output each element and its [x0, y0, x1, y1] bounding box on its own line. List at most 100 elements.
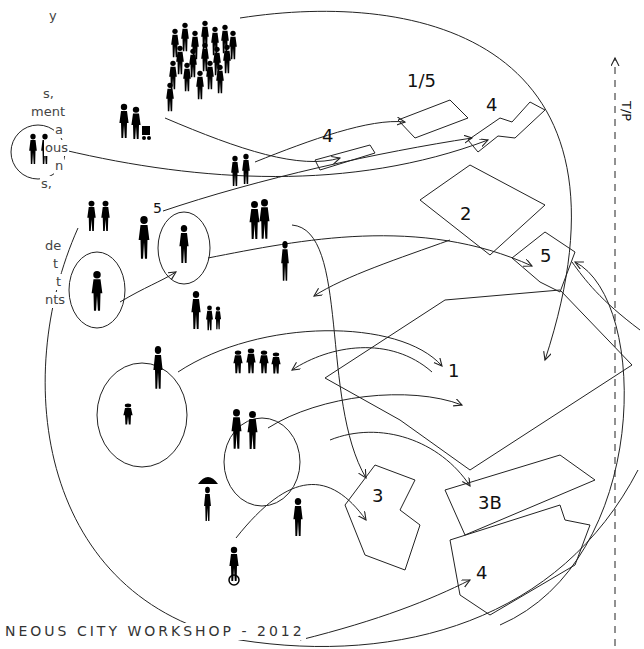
plot-number: 3B: [478, 492, 502, 513]
person: [242, 154, 250, 184]
plot-number: 4: [322, 125, 333, 146]
person: [196, 71, 204, 100]
plot-shape: 2: [415, 160, 550, 260]
person: [223, 45, 231, 73]
plot-outline: [310, 122, 380, 174]
plot-shape: 1: [320, 285, 638, 475]
person: [139, 216, 150, 259]
axis-label: T/P: [618, 100, 634, 122]
plot-shape: 4: [445, 500, 595, 620]
plot-outline: [445, 500, 595, 620]
text-fragment: ment: [30, 104, 66, 120]
plot-shape: 1/5: [385, 66, 475, 142]
plot-shape: 3: [340, 460, 425, 575]
plot-number: 2: [460, 203, 471, 224]
person: [281, 241, 289, 281]
plot-polygon: [512, 232, 575, 292]
person: [231, 156, 239, 186]
plot-shape: 5: [505, 228, 580, 298]
person: [248, 411, 258, 449]
caption: NEOUS CITY WORKSHOP - 2012: [4, 623, 306, 640]
stroller-wheel: [147, 136, 151, 140]
person: [293, 498, 302, 536]
person: [101, 201, 109, 231]
text-fragment: a: [54, 122, 64, 138]
plot-polygon: [450, 505, 590, 615]
bicycle-wheel: [229, 575, 239, 585]
person: [271, 352, 280, 373]
person: [123, 403, 132, 424]
group-circle: [97, 363, 187, 467]
person: [206, 61, 214, 89]
flow-curve: [268, 395, 462, 428]
group-circle: [158, 212, 210, 284]
text-fragment: nts: [44, 292, 66, 308]
plot-outline: [340, 460, 425, 575]
plot-polygon: [325, 290, 632, 470]
flow-curve: [236, 484, 366, 538]
person: [260, 199, 270, 239]
plot-outline: [440, 450, 600, 540]
flow-curve: [300, 580, 470, 640]
group-circles: [11, 125, 300, 506]
text-fragment: ous: [44, 140, 69, 156]
outer-loop: [45, 228, 638, 647]
people-silhouettes: [29, 21, 302, 585]
dashed-axis: [615, 58, 616, 646]
text-fragment: y: [48, 8, 58, 24]
callout-number: 5: [152, 200, 163, 217]
flow-curve: [292, 348, 432, 372]
text-fragment: s,: [42, 86, 55, 102]
plot-polygon: [345, 465, 420, 570]
text-fragment: t: [55, 274, 62, 290]
person: [246, 349, 255, 374]
flow-curve: [160, 138, 472, 212]
flow-curve: [292, 225, 366, 478]
flow-curves: [45, 11, 640, 646]
flow-curve: [314, 240, 450, 296]
stroller: [142, 126, 150, 135]
person: [204, 487, 211, 521]
person: [87, 201, 95, 231]
person: [181, 23, 189, 51]
person: [153, 346, 162, 389]
umbrella: [198, 477, 218, 484]
person: [215, 307, 221, 330]
plot-outline: [460, 88, 552, 158]
flow-curve: [178, 331, 442, 372]
plot-polygon: [420, 165, 545, 255]
plot-number: 4: [476, 562, 487, 583]
plot-polygon: [398, 100, 468, 138]
text-fragment: n: [54, 158, 64, 174]
person: [233, 351, 242, 374]
plot-shape: 3B: [440, 450, 600, 540]
plot-outline: [415, 160, 550, 260]
plot-number: 4: [486, 94, 497, 115]
plot-polygon: [468, 102, 545, 152]
plot-number: 5: [540, 245, 551, 266]
person: [232, 409, 242, 449]
person: [92, 271, 103, 311]
person: [206, 306, 213, 331]
plot-number: 1: [448, 360, 459, 381]
text-fragment: t: [52, 256, 59, 272]
outer-loop: [572, 262, 640, 330]
plot-shape: 4: [310, 122, 380, 174]
person: [259, 351, 268, 374]
person: [176, 46, 184, 74]
person: [250, 201, 260, 239]
plot-polygon: [445, 455, 595, 535]
stroller-wheel: [142, 136, 146, 140]
plot-number: 3: [372, 485, 383, 506]
person: [229, 31, 237, 59]
plot-number: 1/5: [407, 70, 436, 91]
text-fragment: de: [44, 238, 62, 254]
flow-curve: [240, 11, 571, 360]
person: [131, 107, 140, 139]
person: [29, 134, 37, 164]
plot-polygon: [315, 145, 375, 170]
person: [183, 63, 191, 91]
flow-curve: [330, 432, 470, 486]
